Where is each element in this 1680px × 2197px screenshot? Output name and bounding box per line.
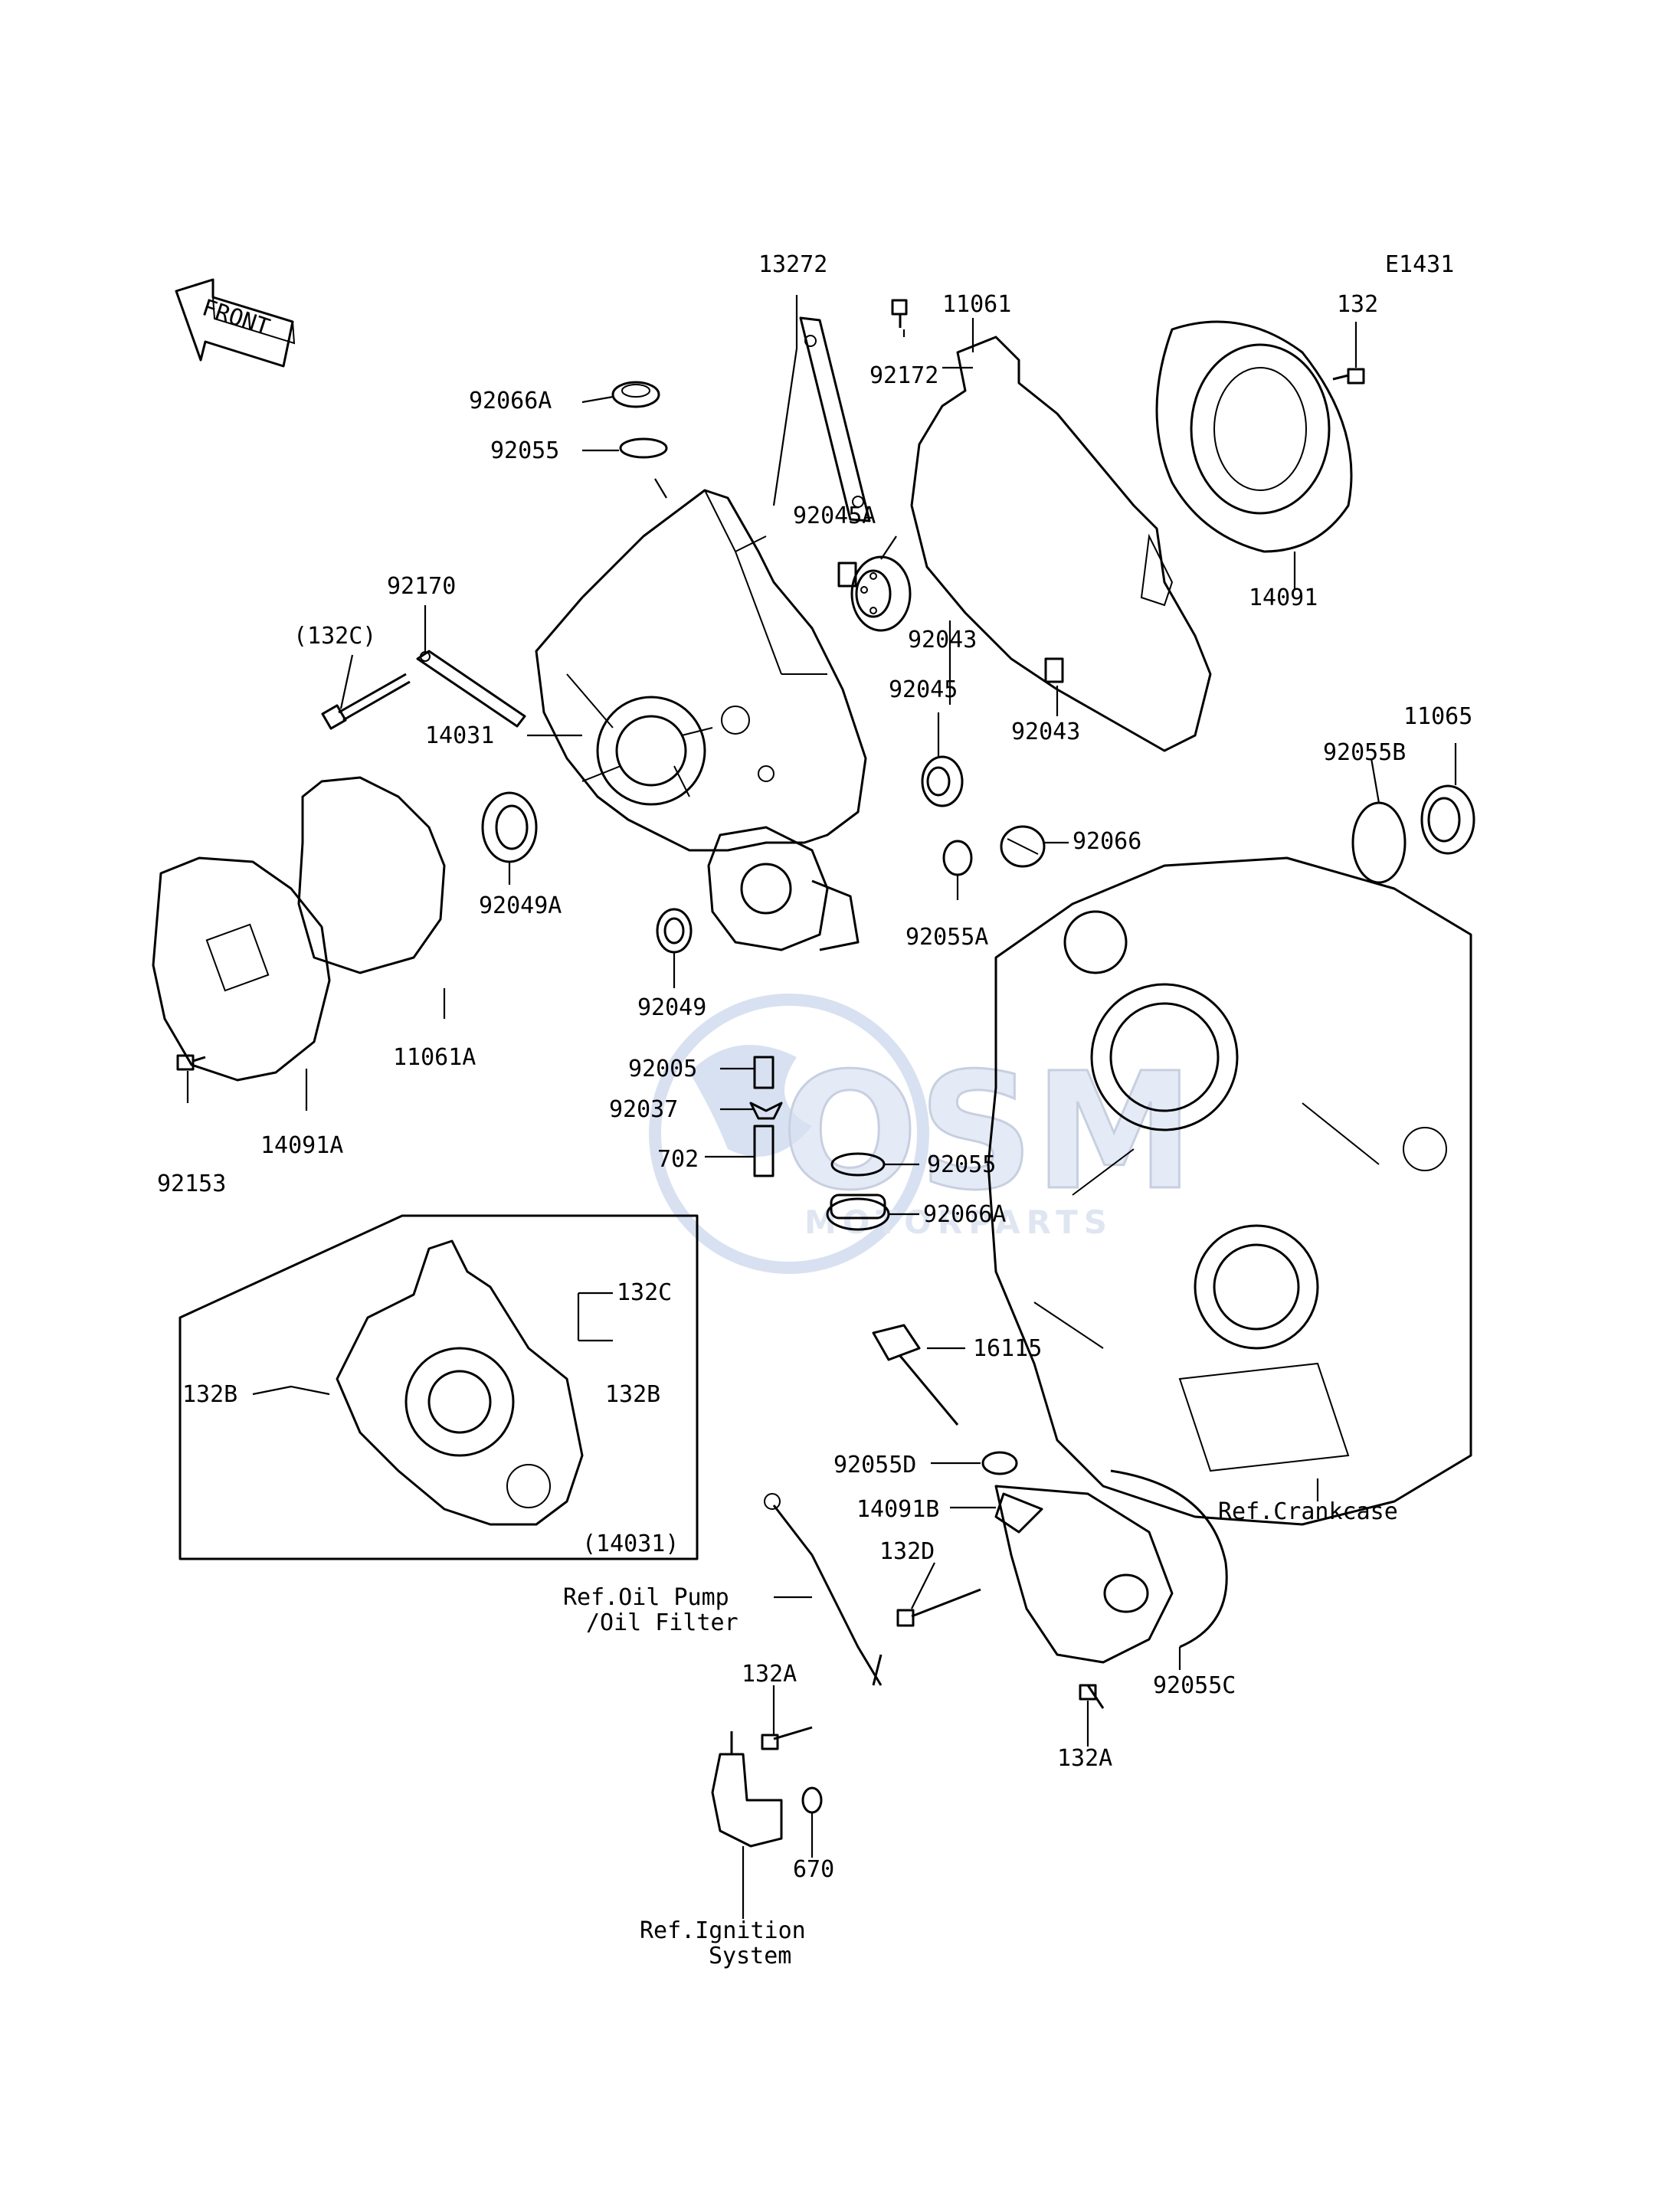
bolt-132C	[321, 673, 411, 730]
front-direction-arrow: FRONT	[175, 278, 296, 368]
label-670: 670	[793, 1856, 834, 1883]
bolt-132D	[896, 1588, 981, 1627]
label-92055D: 92055D	[833, 1452, 916, 1478]
label-132A-left: 132A	[742, 1661, 797, 1688]
ref-ignition-line1: Ref.Ignition	[640, 1917, 806, 1944]
cap-92066	[1000, 825, 1046, 868]
label-14091B: 14091B	[856, 1496, 939, 1523]
cap-11065	[1420, 784, 1475, 855]
watermark-brand: OSM	[781, 1038, 1194, 1226]
label-11061: 11061	[942, 291, 1011, 318]
label-14091A: 14091A	[260, 1132, 343, 1159]
label-132: 132	[1337, 291, 1378, 318]
label-92172: 92172	[869, 362, 938, 389]
label-92043-a: 92043	[908, 627, 977, 653]
o-ring-92055-top	[619, 437, 668, 459]
watermark: OSM MOTORPARTS	[649, 994, 1195, 1274]
label-132B-right: 132B	[605, 1381, 660, 1408]
inset-box	[178, 1214, 699, 1560]
reference-labels: Ref.Crankcase Ref.Oil Pump /Oil Filter R…	[563, 1498, 1398, 1969]
gasket-11061A-outline	[314, 781, 452, 981]
bolt-132	[1332, 368, 1365, 385]
label-92055A: 92055A	[905, 924, 988, 951]
front-label: FRONT	[199, 294, 273, 341]
parts-line-art	[152, 299, 1475, 1848]
label-11061A: 11061A	[393, 1044, 476, 1071]
label-132C-paren: (132C)	[293, 623, 376, 650]
label-14091: 14091	[1249, 584, 1318, 611]
o-ring-670	[801, 1786, 823, 1814]
dipstick-16115	[872, 1324, 959, 1426]
dowel-92043-a	[837, 562, 857, 588]
label-14031: 14031	[425, 722, 494, 749]
label-92045: 92045	[889, 676, 958, 703]
ref-ignition-line2: System	[709, 1943, 791, 1969]
pin-702	[753, 1125, 775, 1177]
seal-92049	[656, 908, 693, 954]
label-92037: 92037	[609, 1096, 678, 1123]
label-92055-mid: 92055	[927, 1151, 996, 1178]
label-132B-left: 132B	[182, 1381, 237, 1408]
label-92055-top: 92055	[490, 437, 559, 464]
label-132C: 132C	[617, 1279, 672, 1306]
bolt-132A-right	[1079, 1684, 1105, 1709]
pin-92005	[753, 1056, 775, 1089]
strap-92170	[416, 650, 526, 728]
o-ring-92055D	[981, 1451, 1018, 1475]
leader-lines	[186, 295, 1457, 1919]
clip-92037	[749, 1102, 783, 1120]
label-92055C: 92055C	[1153, 1672, 1236, 1699]
diagram-id: E1431	[1385, 251, 1454, 278]
crankcase-reference	[987, 856, 1472, 1526]
ref-crankcase: Ref.Crankcase	[1218, 1498, 1398, 1525]
cover-14091A	[152, 856, 331, 1082]
dowel-92043-b	[1044, 657, 1064, 683]
label-92049A: 92049A	[479, 892, 562, 919]
label-13272: 13272	[758, 251, 827, 278]
label-92066: 92066	[1073, 828, 1141, 855]
label-132D: 132D	[879, 1538, 935, 1565]
watermark-tagline: MOTORPARTS	[804, 1203, 1113, 1241]
o-ring-92055B	[1351, 801, 1407, 884]
label-11065: 11065	[1403, 703, 1472, 730]
label-132A-right: 132A	[1057, 1745, 1112, 1772]
ref-oil-pump-line2: /Oil Filter	[586, 1609, 738, 1636]
gasket-11061A	[297, 776, 446, 974]
label-702: 702	[657, 1146, 699, 1173]
label-92066A-mid: 92066A	[923, 1201, 1006, 1228]
label-14031-paren: (14031)	[582, 1531, 679, 1557]
label-92153: 92153	[157, 1171, 226, 1197]
o-ring-92055A	[942, 840, 973, 876]
cover-14091	[1155, 320, 1353, 553]
oil-pump-pipe	[772, 1505, 883, 1686]
ref-oil-pump-line1: Ref.Oil Pump	[563, 1584, 729, 1611]
clutch-cover-14031	[535, 489, 867, 951]
seal-92049A	[481, 791, 538, 863]
label-92043-b: 92043	[1011, 719, 1080, 745]
bolt-132A-left	[761, 1726, 813, 1750]
cap-92066A-top	[611, 381, 660, 408]
ignition-sensor	[711, 1731, 783, 1848]
plate-13272	[799, 316, 871, 522]
bearing-92045A	[850, 555, 912, 632]
gasket-11061	[910, 336, 1212, 752]
bearing-92045	[921, 755, 964, 807]
label-92170: 92170	[387, 573, 456, 600]
label-92055B: 92055B	[1323, 739, 1406, 766]
bolt-92172	[891, 299, 908, 328]
label-92049: 92049	[637, 994, 706, 1021]
o-ring-92055C	[1110, 1469, 1228, 1649]
label-92045A: 92045A	[793, 503, 876, 529]
label-92005: 92005	[628, 1056, 697, 1082]
part-number-labels: E1431 13272 11061 132 92066A 92172 92055…	[157, 251, 1472, 1883]
cover-14091B	[994, 1485, 1174, 1664]
label-16115: 16115	[973, 1335, 1042, 1362]
bolt-92153	[176, 1054, 206, 1071]
label-92066A-top: 92066A	[469, 388, 552, 414]
